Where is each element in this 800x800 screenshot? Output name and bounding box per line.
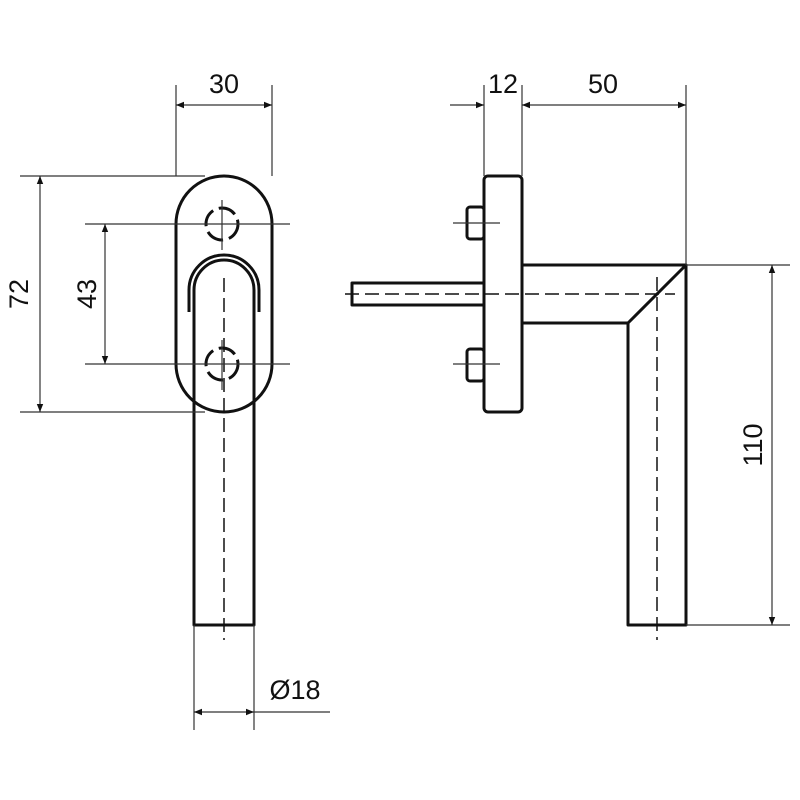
dim-label-18: Ø18 xyxy=(269,675,320,705)
front-view xyxy=(174,174,274,640)
bolt-bottom xyxy=(465,347,486,383)
dimension-110: 110 xyxy=(686,264,790,626)
dimension-43: 43 xyxy=(72,223,290,365)
dim-label-43: 43 xyxy=(72,279,102,309)
dim-label-50: 50 xyxy=(588,69,618,99)
dimension-12: 12 xyxy=(450,69,523,176)
dim-label-72: 72 xyxy=(4,279,34,309)
dimension-72: 72 xyxy=(4,175,205,413)
dim-label-30: 30 xyxy=(209,69,239,99)
dimension-50: 50 xyxy=(522,69,687,265)
dimension-diameter-18: Ø18 xyxy=(193,625,330,730)
dim-label-110: 110 xyxy=(738,423,768,466)
handle-collar xyxy=(187,253,261,312)
side-view xyxy=(345,174,688,640)
dimension-30: 30 xyxy=(175,69,273,176)
dim-label-12: 12 xyxy=(488,69,518,99)
handle-lever xyxy=(522,263,688,627)
handle-stem xyxy=(192,258,256,627)
